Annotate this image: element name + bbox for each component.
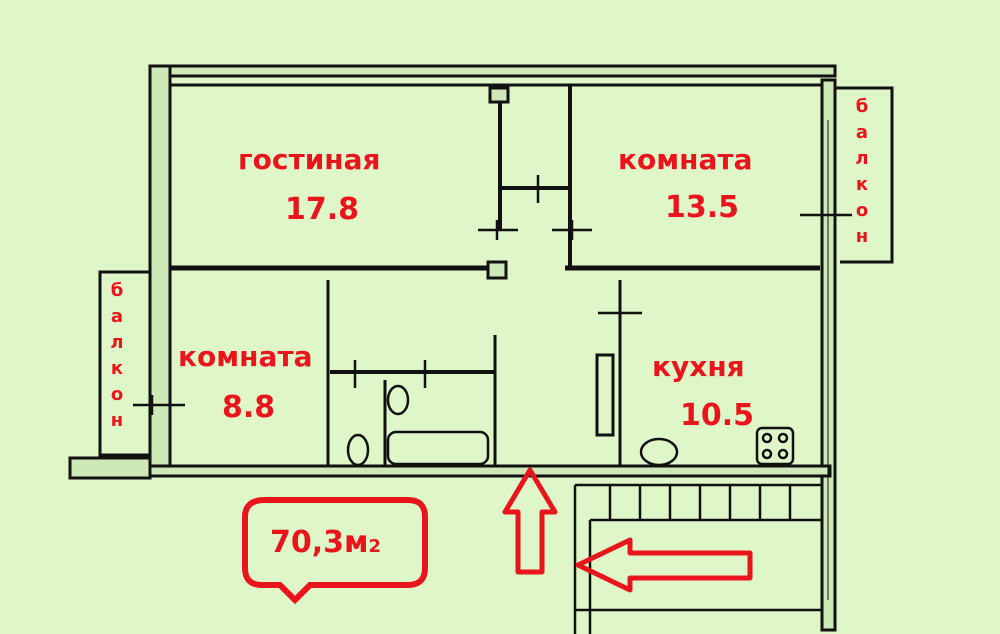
balcony-letter: о (110, 384, 124, 405)
balcony-letter: к (855, 174, 869, 195)
doors (133, 175, 852, 415)
balcony-letter: б (110, 280, 124, 301)
balcony-letter: л (855, 148, 869, 169)
staircase (573, 483, 822, 634)
balcony-letter: к (110, 358, 124, 379)
total-area: 70,3м2 (270, 525, 381, 560)
arrow-left-icon (575, 537, 753, 593)
balcony-letter: а (855, 122, 869, 143)
room-area-kitchen: 10.5 (680, 398, 755, 433)
walls (68, 64, 837, 632)
balcony-letter: о (855, 200, 869, 221)
stove-icon (755, 426, 795, 466)
toilet-icon (346, 433, 370, 467)
total-area-unit-suffix: 2 (368, 536, 382, 557)
balcony-letter: н (855, 226, 869, 247)
balcony-letter: б (855, 96, 869, 117)
bathtub-icon (386, 430, 490, 466)
room-name-room-1: комната (618, 143, 753, 176)
room-name-kitchen: кухня (652, 350, 745, 383)
fixtures (346, 384, 795, 467)
balcony-label-left: б а л к о н (107, 278, 127, 434)
total-area-value: 70,3м (270, 525, 369, 560)
total-area-callout (242, 497, 428, 605)
arrow-up-icon (502, 467, 558, 575)
balcony-letter: н (110, 410, 124, 431)
room-name-living: гостиная (238, 143, 381, 176)
entry-arrows (502, 467, 753, 593)
room-name-room-2: комната (178, 340, 313, 373)
sink-icon (386, 384, 410, 416)
balconies (98, 86, 894, 457)
balcony-letter: а (110, 306, 124, 327)
room-area-room-1: 13.5 (665, 190, 740, 225)
room-area-room-2: 8.8 (222, 390, 276, 425)
room-area-living: 17.8 (285, 192, 360, 227)
balcony-letter: л (110, 332, 124, 353)
balcony-label-right: б а л к о н (852, 94, 872, 250)
kitchen-sink-icon (639, 437, 679, 467)
